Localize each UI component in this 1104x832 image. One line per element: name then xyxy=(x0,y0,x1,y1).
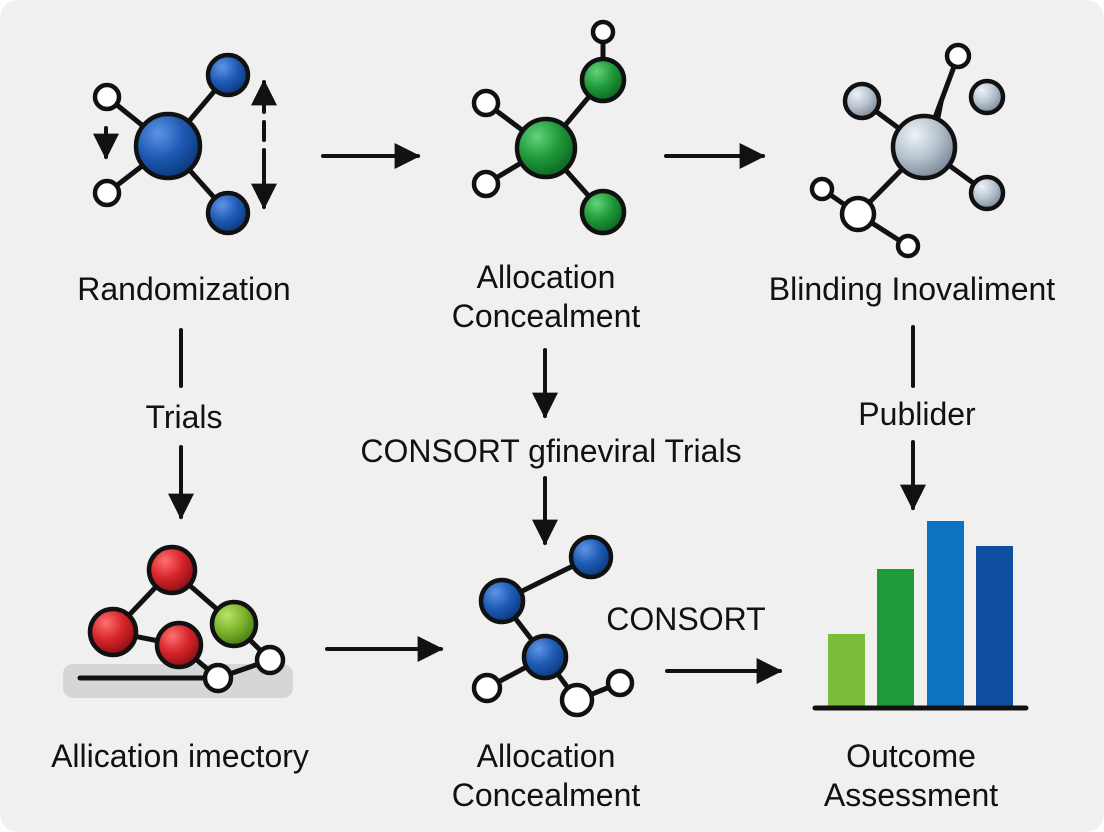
allocation-concealment-top-label-line1: Allocation xyxy=(476,259,616,295)
blue-chain-molecule-icon xyxy=(471,534,635,718)
trials-label: Trials xyxy=(145,399,223,435)
bar-1 xyxy=(828,634,865,708)
consort-trials-label: CONSORT gfineviral Trials xyxy=(360,433,742,469)
outcome-label-line2: Assessment xyxy=(823,777,999,813)
blue-molecule-icon xyxy=(92,52,277,236)
bar-4 xyxy=(976,546,1013,708)
green-molecule-icon xyxy=(471,19,627,236)
allication-label: Allication imectory xyxy=(51,738,309,774)
bar-2 xyxy=(877,569,914,708)
randomization-label: Randomization xyxy=(77,271,291,307)
allocation-concealment-bottom-label-line1: Allocation xyxy=(476,738,616,774)
outcome-label-line1: Outcome xyxy=(846,738,976,774)
blinding-label: Blinding Inovaliment xyxy=(768,271,1056,307)
flow-arrows xyxy=(168,143,926,684)
consort-label: CONSORT xyxy=(606,601,766,637)
allocation-concealment-top-label-line2: Concealment xyxy=(451,298,641,334)
bar-3 xyxy=(927,521,964,708)
red-molecule-icon xyxy=(63,544,293,698)
publider-label: Publider xyxy=(858,396,976,432)
allocation-concealment-bottom-label-line2: Concealment xyxy=(451,777,641,813)
bar-chart-icon xyxy=(812,521,1029,711)
silver-molecule-icon xyxy=(809,42,1006,259)
